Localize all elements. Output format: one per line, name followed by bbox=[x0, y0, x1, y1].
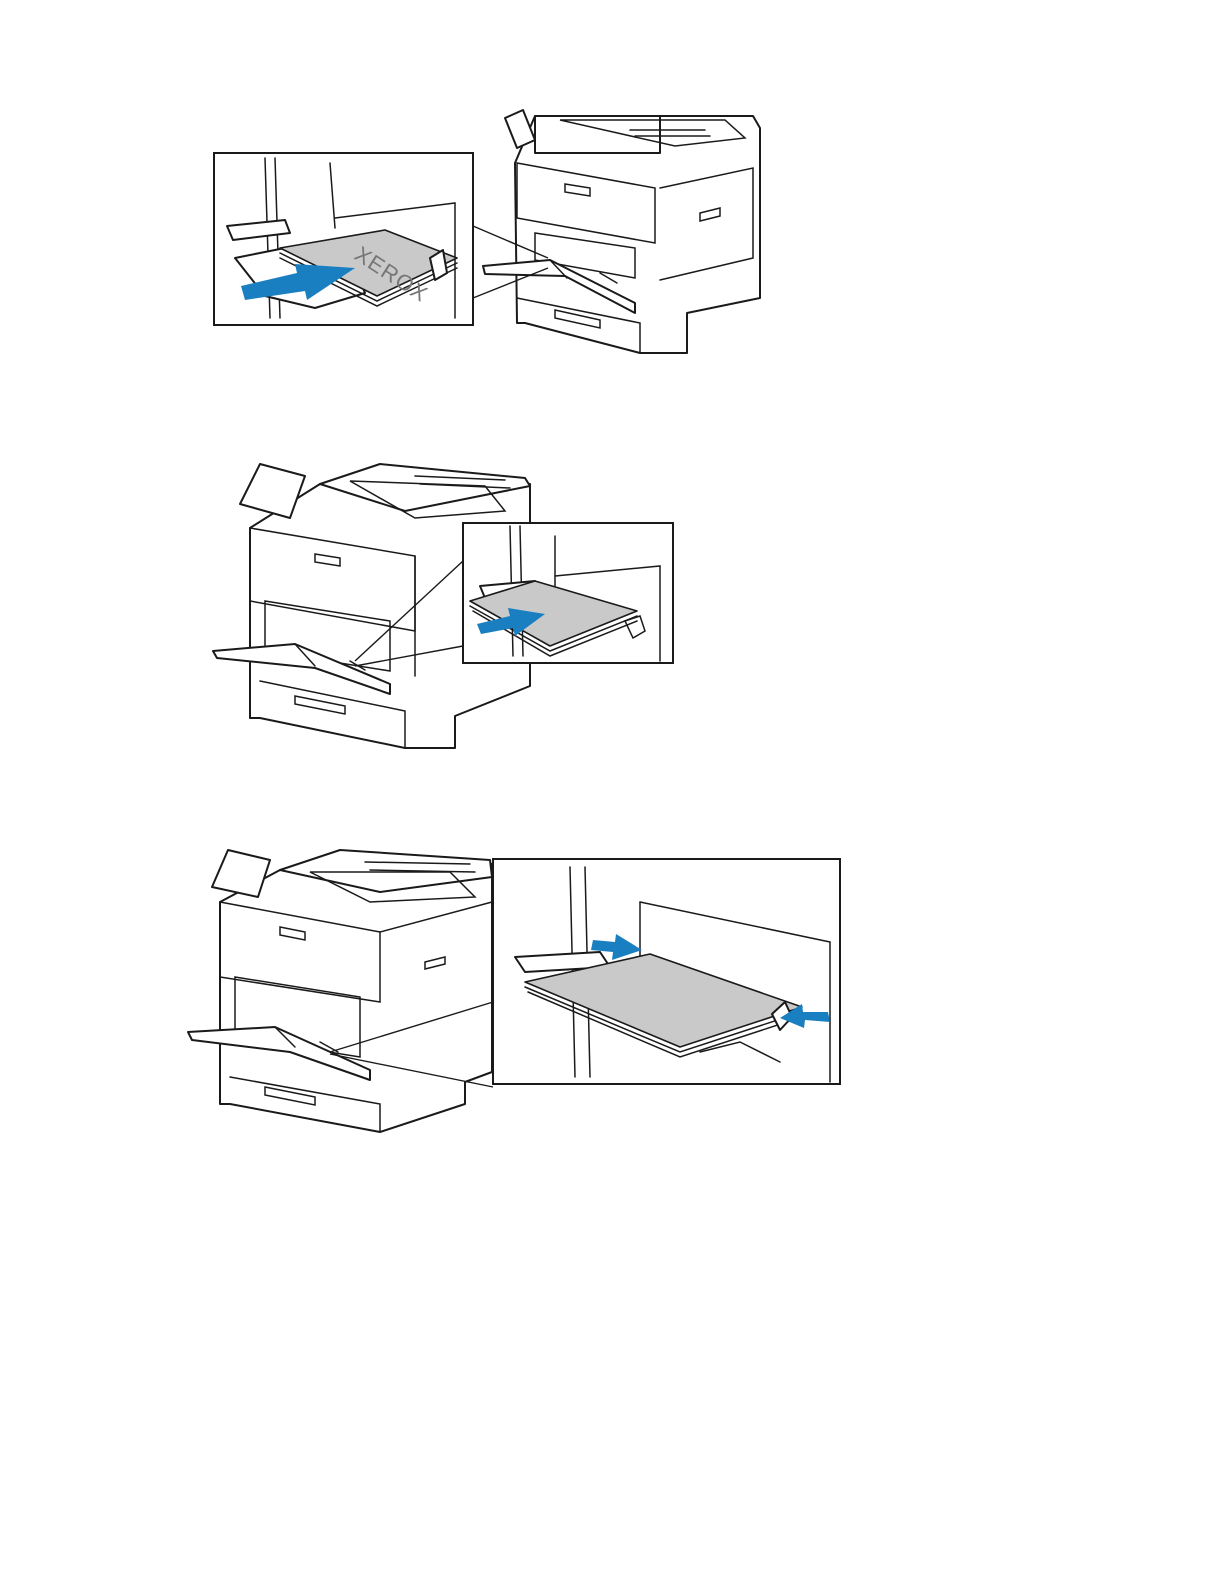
figure-push-paper bbox=[205, 456, 685, 756]
printer-illustration-3 bbox=[180, 842, 850, 1134]
printer-icon bbox=[212, 850, 492, 1132]
printer-icon bbox=[505, 110, 760, 353]
printer-illustration-2 bbox=[205, 456, 685, 756]
figure-adjust-guides bbox=[180, 842, 850, 1134]
printer-illustration-1: XEROX bbox=[205, 108, 775, 360]
figure-load-paper: XEROX bbox=[205, 108, 775, 360]
